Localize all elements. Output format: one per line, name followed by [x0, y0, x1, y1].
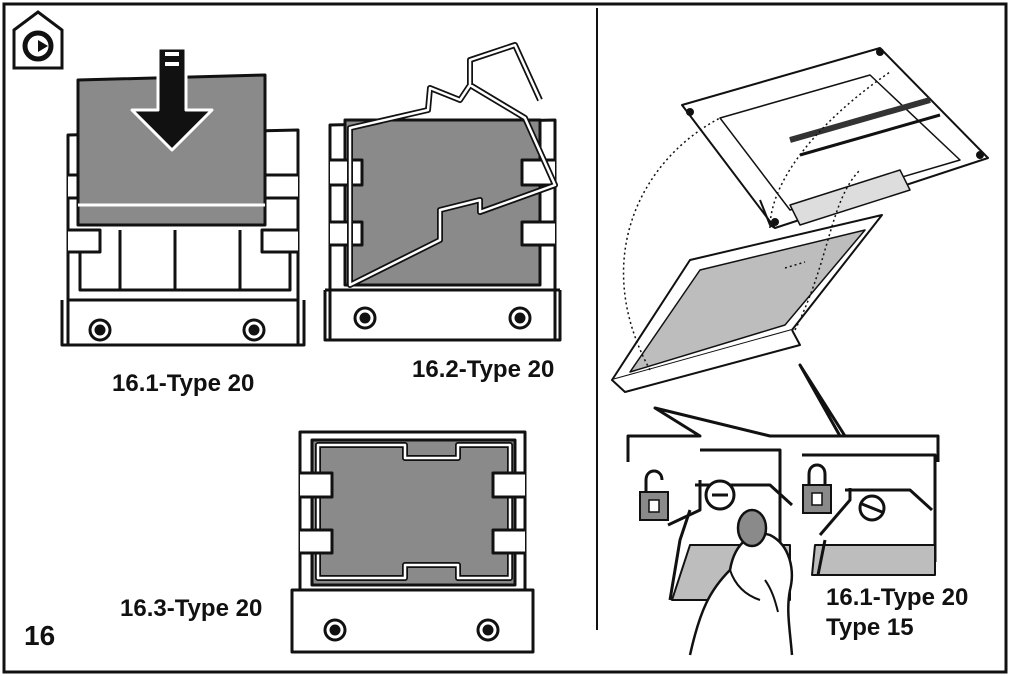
padlock-closed-icon [802, 463, 832, 514]
hood-drawing-16-3 [290, 430, 535, 654]
label-detail-line2: Type 15 [826, 614, 914, 641]
detail-unlock-view [667, 448, 794, 656]
label-step-16-3: 16.3-Type 20 [120, 595, 263, 622]
label-step-16-1: 16.1-Type 20 [112, 370, 255, 397]
filter-panel-exploded [611, 214, 883, 393]
label-detail-line1: 16.1-Type 20 [826, 584, 969, 611]
detail-lock-view [802, 453, 937, 576]
hood-drawing-16-1 [60, 46, 306, 347]
label-step-16-2: 16.2-Type 20 [412, 356, 555, 383]
guide-dotted-lines [622, 71, 891, 371]
recirculation-mode-icon [12, 10, 64, 70]
hood-drawing-16-2 [323, 42, 562, 342]
detail-callout [626, 363, 940, 462]
hood-chassis-exploded [681, 47, 989, 229]
figure-number: 16 [24, 620, 56, 651]
padlock-open-icon [639, 469, 669, 521]
